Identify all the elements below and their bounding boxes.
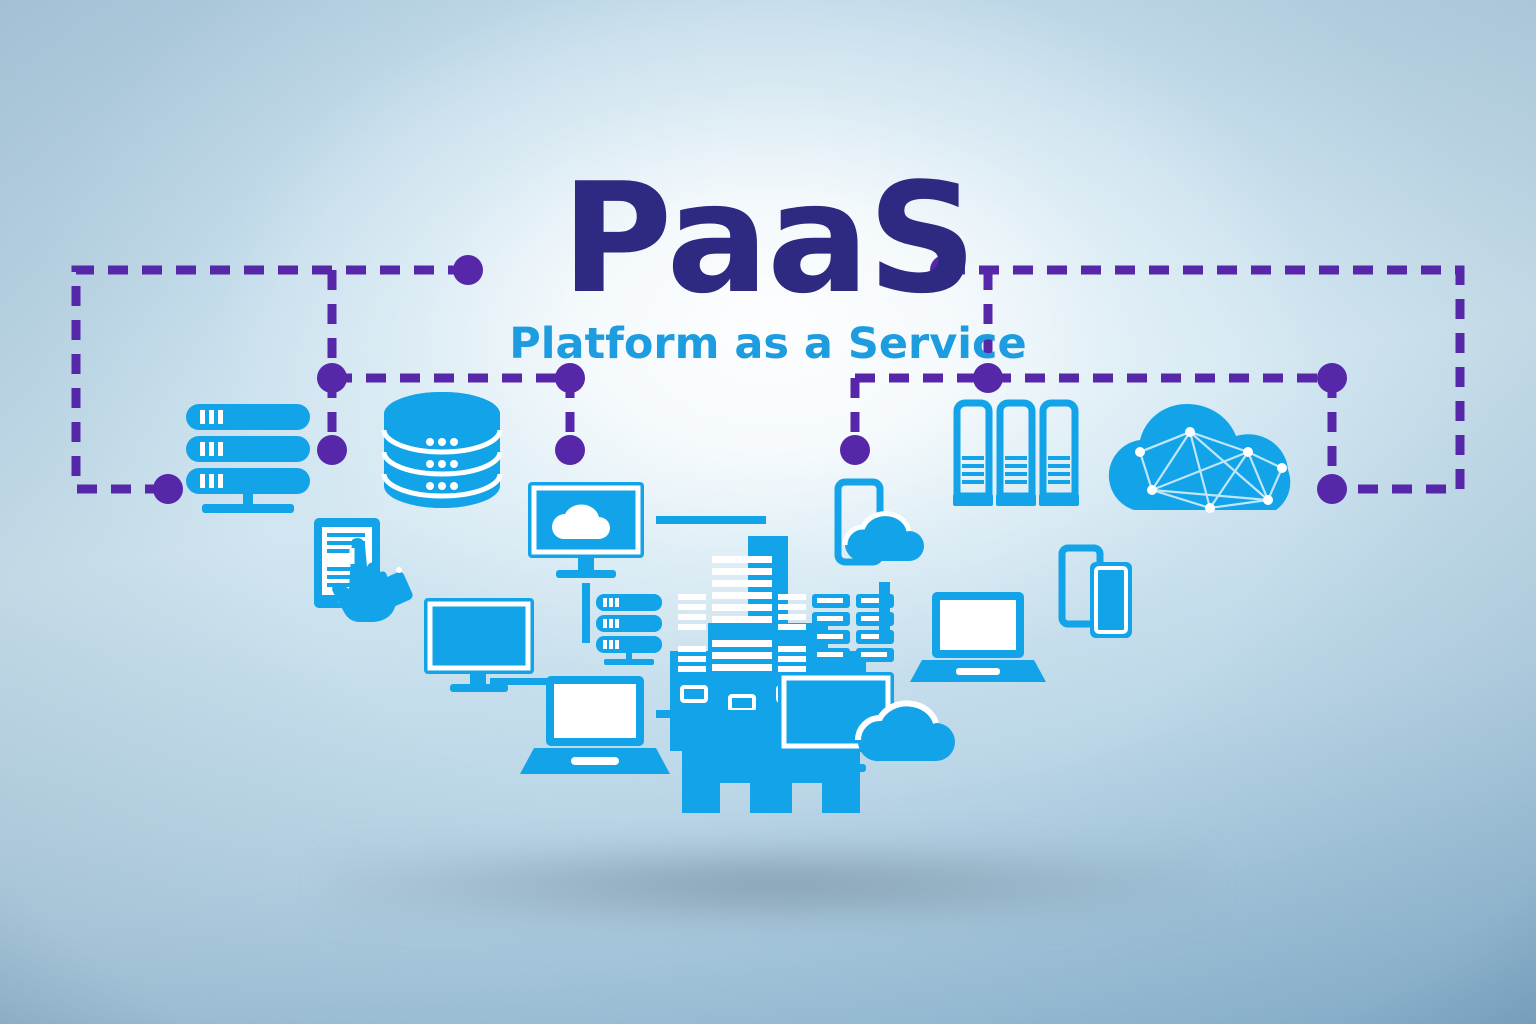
node-title-left	[453, 255, 483, 285]
node-right-branch-bottom	[840, 435, 870, 465]
monitor-plain-icon	[424, 598, 556, 692]
node-far-left-bottom	[153, 474, 183, 504]
node-title-right	[930, 255, 960, 285]
tablet-touch-icon	[314, 518, 413, 622]
connector-right-outer	[945, 265, 1465, 494]
node-left-branch-bottom	[317, 435, 347, 465]
monitor-cloud-icon	[528, 482, 766, 643]
monitor-cloud-right-icon	[778, 672, 955, 772]
node-center-branch-bottom	[555, 435, 585, 465]
floor-shadow	[328, 844, 1208, 924]
node-left-branch-top	[317, 363, 347, 393]
server-small-icon	[596, 594, 662, 665]
laptop-right-icon	[910, 592, 1046, 682]
node-far-right-bottom	[1317, 474, 1347, 504]
connector-left-outer	[71, 265, 468, 494]
phone-cloud-icon	[834, 478, 924, 642]
server-stack-icon	[186, 404, 310, 513]
node-far-right-top	[1317, 363, 1347, 393]
network-cloud-icon	[1108, 403, 1291, 513]
server-towers-icon	[953, 399, 1079, 506]
node-center-branch-top	[555, 363, 585, 393]
two-phones-icon	[1058, 544, 1132, 638]
laptop-left-icon	[520, 676, 768, 774]
node-right-branch-top	[973, 363, 1003, 393]
database-cylinder-icon	[381, 392, 503, 508]
